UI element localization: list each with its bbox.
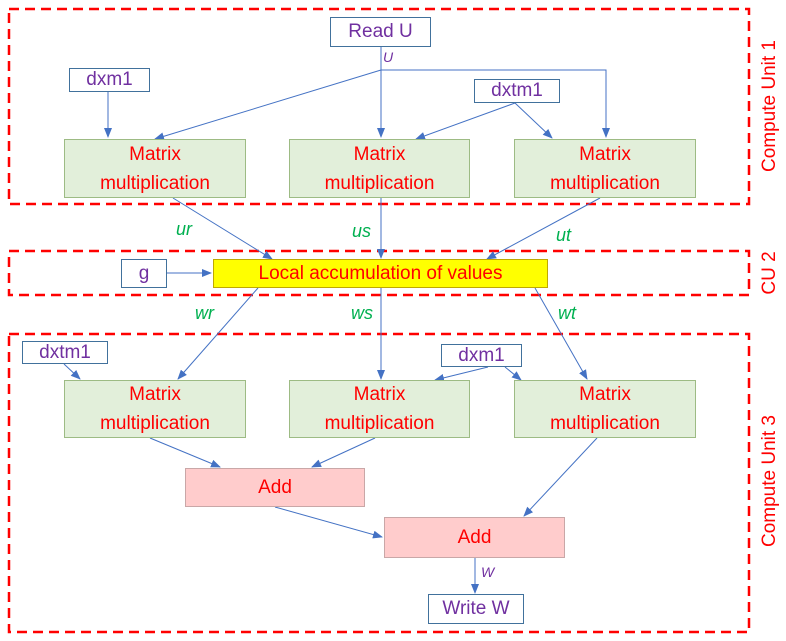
arrow-dxtm1b-to-mm4 <box>63 363 81 380</box>
node-label: multiplication <box>550 172 660 194</box>
edge-label-wr: wr <box>195 303 214 323</box>
local-accumulation-node: Local accumulation of values <box>213 259 548 288</box>
add-node: Add <box>384 517 565 558</box>
compute-unit-3-border <box>7 332 751 634</box>
node-label: multiplication <box>550 413 660 434</box>
matrix-multiplication-node: Matrix multiplication <box>64 139 246 198</box>
arrow-acc-to-mm4 <box>177 287 259 380</box>
arrow-add1-to-add2 <box>274 506 383 539</box>
matrix-multiplication-node: Matrix multiplication <box>289 380 470 438</box>
node-label: Matrix <box>353 384 406 405</box>
arrow-mm4-to-add1 <box>149 437 221 468</box>
add-node: Add <box>185 468 365 507</box>
compute-unit-1-border <box>7 7 751 206</box>
node-label: multiplication <box>100 172 210 194</box>
node-label: multiplication <box>324 413 435 434</box>
matrix-multiplication-node: Matrix multiplication <box>64 380 246 438</box>
edge-label-ut: ut <box>556 225 572 245</box>
write-w-node: Write W <box>428 594 524 624</box>
arrow-mm1-to-acc <box>172 197 273 260</box>
arrow-acc-to-mm6 <box>534 287 588 380</box>
node-label: Matrix <box>129 143 181 165</box>
dxtm1-node: dxtm1 <box>22 341 108 364</box>
arrow-dxtm1-to-mm3 <box>514 102 553 139</box>
edge-label-us: us <box>352 221 372 241</box>
edge-label-u: U <box>383 49 394 65</box>
node-label: Matrix <box>579 384 631 405</box>
matrix-multiplication-node: Matrix multiplication <box>514 380 696 438</box>
g-node: g <box>121 259 167 288</box>
edge-label-ws: ws <box>351 303 373 323</box>
matrix-multiplication-node: Matrix multiplication <box>514 139 696 198</box>
dxm1-node: dxm1 <box>69 68 150 92</box>
node-label: Matrix <box>129 384 181 405</box>
node-label: Matrix <box>579 143 631 165</box>
node-label: multiplication <box>324 172 435 194</box>
arrow-dxm1b-to-mm6 <box>504 366 522 381</box>
compute-unit-3-label: Compute Unit 3 <box>759 415 780 548</box>
dxtm1-node: dxtm1 <box>474 79 560 103</box>
arrow-dxtm1-to-mm2 <box>415 102 516 140</box>
arrow-mm5-to-add1 <box>311 437 376 468</box>
node-label: multiplication <box>100 413 210 434</box>
arrow-readu-to-mm3 <box>381 69 610 138</box>
arrow-mm3-to-acc <box>486 197 601 260</box>
arrow-readu-to-mm1 <box>154 69 382 141</box>
compute-unit-2-label: CU 2 <box>759 251 780 295</box>
node-label: Matrix <box>353 143 406 165</box>
edge-label-w: W <box>481 564 495 580</box>
edge-label-ur: ur <box>176 219 193 239</box>
read-u-node: Read U <box>330 17 431 47</box>
matrix-multiplication-node: Matrix multiplication <box>289 139 470 198</box>
compute-unit-1-label: Compute Unit 1 <box>759 40 780 173</box>
arrow-dxm1b-to-mm5 <box>434 366 489 382</box>
arrow-mm6-to-add2 <box>523 437 598 517</box>
dxm1-node: dxm1 <box>441 344 522 367</box>
edge-label-wt: wt <box>558 303 576 323</box>
